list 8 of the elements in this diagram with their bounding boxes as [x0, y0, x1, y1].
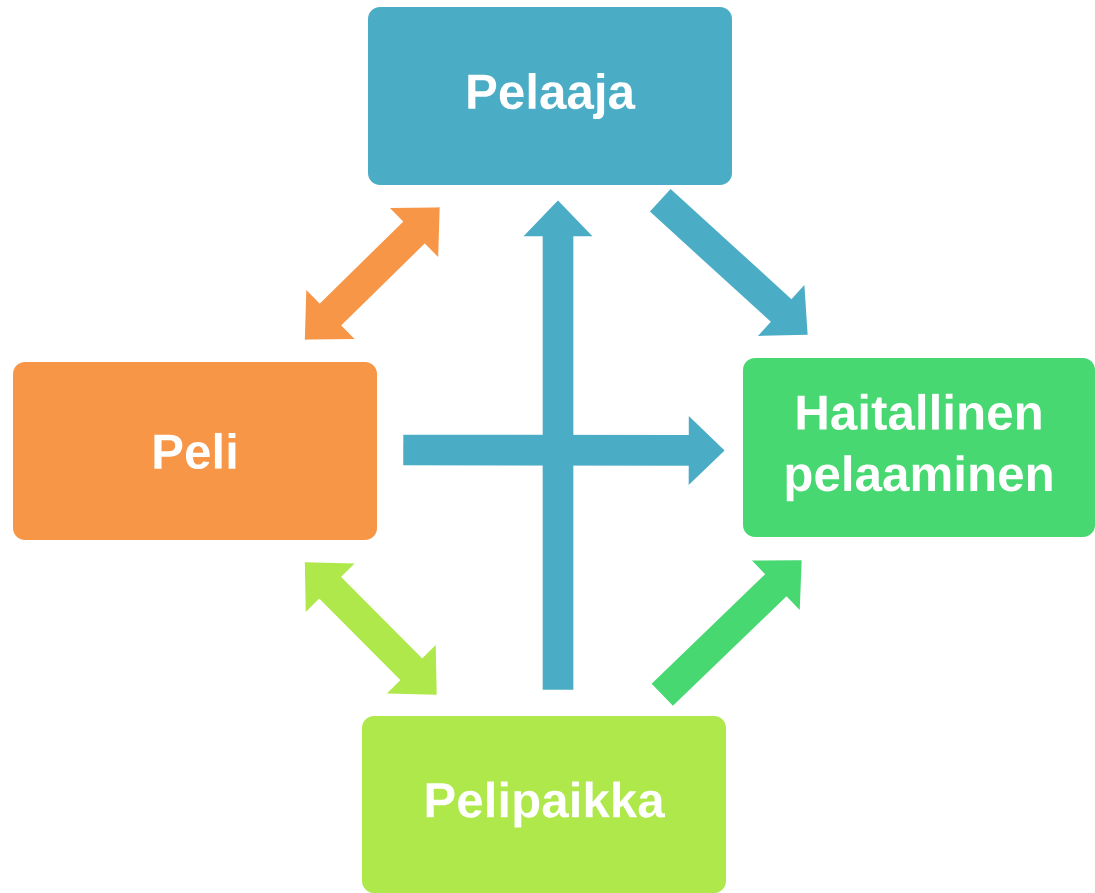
arrow: [649, 188, 808, 336]
process-box: Haitallinen pelaaminen: [743, 358, 1095, 537]
arrow: [304, 562, 437, 695]
arrow: [304, 207, 440, 340]
arrow: [651, 560, 802, 706]
process-box: Pelipaikka: [362, 716, 726, 893]
process-box: Peli: [13, 362, 377, 540]
process-box: Pelaaja: [368, 7, 732, 185]
